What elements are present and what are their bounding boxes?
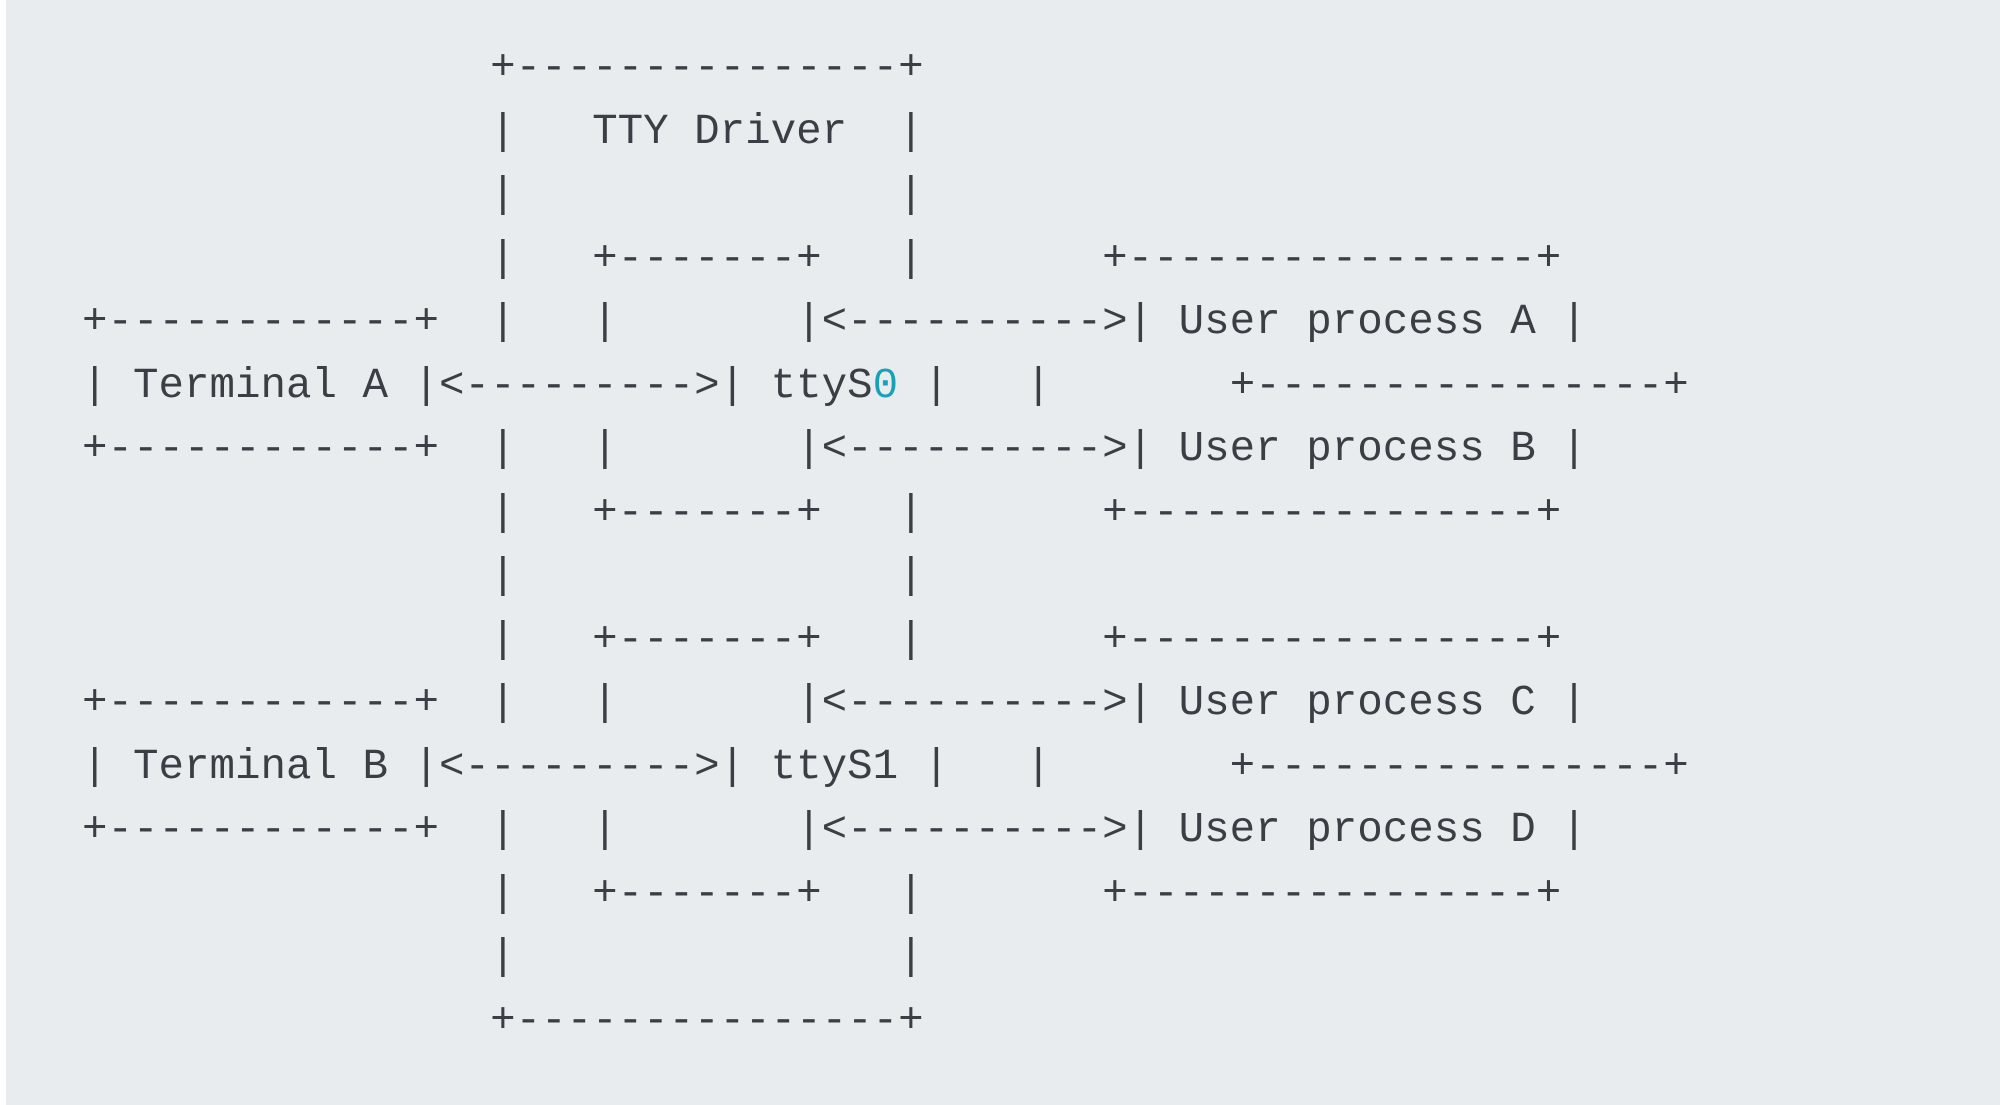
diagram-line: | | <box>82 171 924 219</box>
diagram-line: | +-------+ | +----------------+ <box>82 869 1562 918</box>
terminal-a-trailing: | | +----------------+ <box>898 361 1689 410</box>
diagram-line: | +-------+ | +----------------+ <box>82 234 1562 283</box>
diagram-line: | Terminal B |<--------->| ttyS1 | | +--… <box>82 742 1689 791</box>
diagram-line: | +-------+ | +----------------+ <box>82 488 1562 537</box>
diagram-line-terminal-a: | Terminal A |<--------->| ttyS0 | | +--… <box>82 355 2000 419</box>
diagram-line: | TTY Driver | <box>82 107 924 156</box>
diagram-line: +------------+ | | |<---------->| User p… <box>82 806 1587 854</box>
diagram-line: | | <box>82 933 924 981</box>
code-block: +---------------+ | TTY Driver | | | | +… <box>6 0 2000 1105</box>
diagram-line: +---------------+ <box>82 996 924 1045</box>
ttys0-number: 0 <box>872 361 899 410</box>
diagram-line: +------------+ | | |<---------->| User p… <box>82 298 1587 346</box>
terminal-a-text: | Terminal A |<--------->| ttyS <box>82 361 873 410</box>
diagram-line: | +-------+ | +----------------+ <box>82 615 1562 664</box>
diagram-line: +------------+ | | |<---------->| User p… <box>82 425 1587 473</box>
diagram-line: +---------------+ <box>82 44 924 92</box>
diagram-line: | | <box>82 552 924 600</box>
diagram-line: +------------+ | | |<---------->| User p… <box>82 679 1587 727</box>
